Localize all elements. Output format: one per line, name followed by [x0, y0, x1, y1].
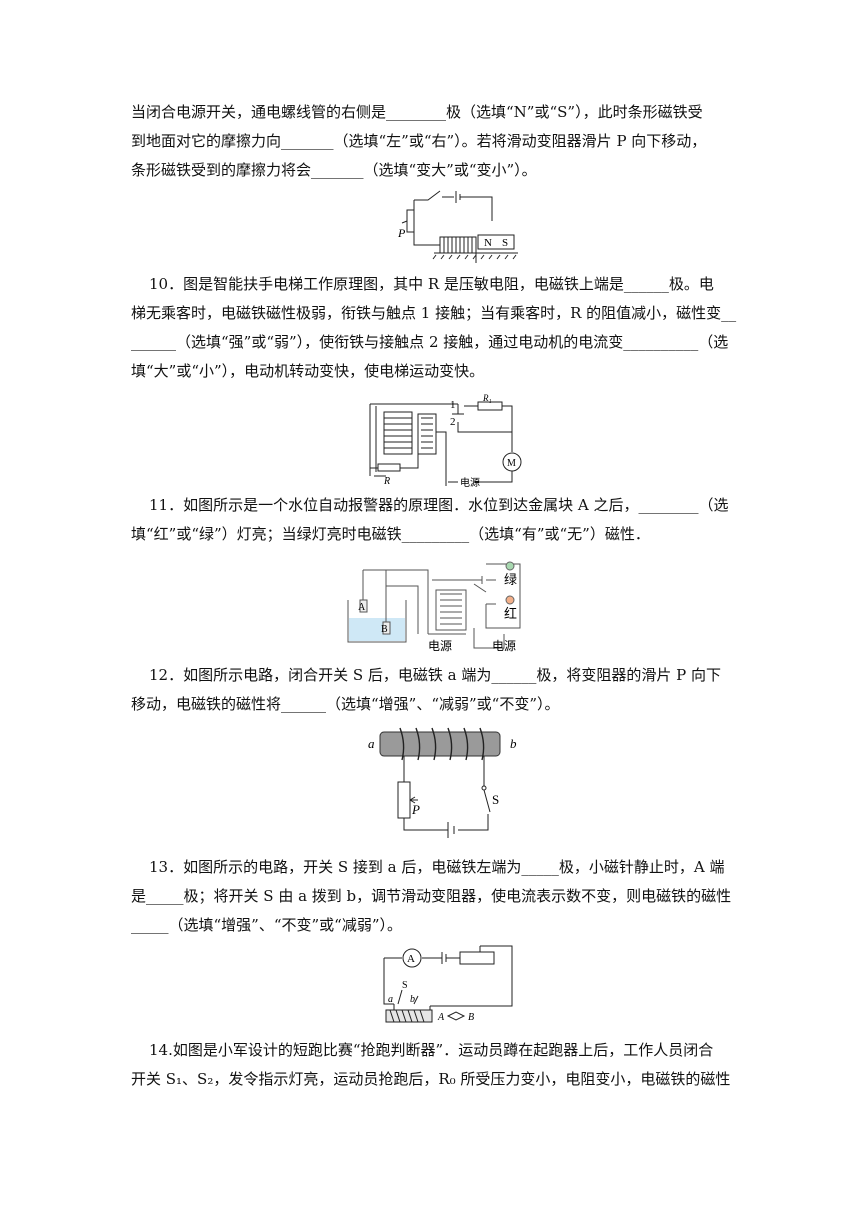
figure-13-label-needle-b: B — [468, 1012, 474, 1023]
figure-11-label-a: A — [358, 602, 366, 613]
question-10-line-3: ______（选填“强”或“弱”），使衔铁与接触点 2 接触，通过电动机的电流变… — [131, 333, 729, 351]
figure-11-label-power-1: 电源 — [428, 639, 452, 652]
figure-10-elevator-circuit: 1 2 R₁ R M 电源 — [369, 393, 522, 487]
question-9-line-1: 当闭合电源开关，通电螺线管的右侧是________极（选填“N”或“S”），此时… — [131, 103, 703, 121]
figure-10-label-m: M — [507, 458, 516, 469]
figure-13-label-b: b — [410, 994, 415, 1005]
figure-11-label-power-2: 电源 — [492, 639, 516, 652]
figure-12-electromagnet-circuit: a b P S — [368, 727, 517, 838]
question-12-text: 12．如图所示电路，闭合开关 S 后，电磁铁 a 端为______极，将变阻器的… — [131, 661, 731, 719]
figure-12-label-b: b — [510, 736, 517, 751]
figure-11-label-b: B — [381, 624, 388, 635]
question-11-line-1: 11．如图所示是一个水位自动报警器的原理图．水位到达金属块 A 之后，_____… — [149, 496, 729, 514]
question-9-line-2: 到地面对它的摩擦力向_______（选填“左”或“右”）。若将滑动变阻器滑片 P… — [131, 132, 707, 150]
question-10-line-4: 填“大”或“小”），电动机转动变快，使电梯运动变快。 — [131, 362, 485, 380]
question-14-text: 14.如图是小军设计的短跑比赛“抢跑判断器”．运动员蹲在起跑器上后，工作人员闭合… — [131, 1036, 731, 1094]
question-12-line-1: 12．如图所示电路，闭合开关 S 后，电磁铁 a 端为______极，将变阻器的… — [149, 666, 722, 684]
question-10-line-1: 10．图是智能扶手电梯工作原理图，其中 R 是压敏电阻，电磁铁上端是______… — [149, 275, 714, 293]
question-13-text: 13．如图所示的电路，开关 S 接到 a 后，电磁铁左端为_____极，小磁针静… — [131, 853, 731, 940]
question-13-line-2: 是_____极；将开关 S 由 a 拨到 b，调节滑动变阻器，使电流表示数不变，… — [131, 887, 732, 905]
question-9-line-3: 条形磁铁受到的摩擦力将会_______（选填“变大”或“变小”）。 — [131, 161, 537, 179]
figure-10-label-power: 电源 — [460, 476, 480, 487]
figure-10-label-2: 2 — [450, 416, 456, 428]
figure-11-label-red: 红 — [504, 606, 517, 621]
question-10-line-2: 梯无乘客时，电磁铁磁性极弱，衔铁与触点 1 接触；当有乘客时，R 的阻值减小，磁… — [131, 304, 737, 322]
figure-10-label-1: 1 — [450, 399, 456, 411]
figure-9-solenoid-circuit: P N S — [397, 190, 518, 263]
figure-13-label-s: S — [402, 980, 408, 991]
figure-9-label-s: S — [502, 237, 508, 249]
question-11-text: 11．如图所示是一个水位自动报警器的原理图．水位到达金属块 A 之后，_____… — [131, 491, 731, 549]
question-14-line-2: 开关 S₁、S₂，发令指示灯亮，运动员抢跑后，R₀ 所受压力变小，电阻变小，电磁… — [131, 1070, 731, 1088]
figure-13-label-meter: A — [407, 953, 415, 965]
figure-12-label-p: P — [411, 802, 420, 817]
figure-12-label-s: S — [492, 792, 499, 807]
figure-13-label-a: a — [388, 994, 393, 1005]
figure-10-label-r: R — [383, 476, 390, 487]
question-13-line-3: _____（选填“增强”、“不变”或“减弱”）。 — [131, 916, 403, 934]
question-10-text: 10．图是智能扶手电梯工作原理图，其中 R 是压敏电阻，电磁铁上端是______… — [131, 270, 737, 386]
figure-11-label-green: 绿 — [504, 572, 517, 587]
question-14-line-1: 14.如图是小军设计的短跑比赛“抢跑判断器”．运动员蹲在起跑器上后，工作人员闭合 — [149, 1041, 714, 1059]
figure-11-water-alarm: A B 绿 红 电源 电源 — [347, 561, 521, 652]
figure-12-label-a: a — [368, 736, 375, 751]
figure-9-label-n: N — [484, 237, 492, 249]
figure-13-label-needle-a: A — [437, 1012, 445, 1023]
question-12-line-2: 移动，电磁铁的磁性将______（选填“增强”、“减弱”或“不变”）。 — [131, 695, 560, 713]
figure-13-switch-circuit: A S a b A B — [383, 945, 513, 1023]
figure-9-label-p: P — [397, 226, 406, 240]
question-9-text: 当闭合电源开关，通电螺线管的右侧是________极（选填“N”或“S”），此时… — [131, 98, 731, 185]
question-11-line-2: 填“红”或“绿”）灯亮；当绿灯亮时电磁铁_________（选填“有”或“无”）… — [131, 525, 650, 543]
figure-10-label-r1: R₁ — [482, 393, 492, 403]
question-13-line-1: 13．如图所示的电路，开关 S 接到 a 后，电磁铁左端为_____极，小磁针静… — [149, 858, 725, 876]
